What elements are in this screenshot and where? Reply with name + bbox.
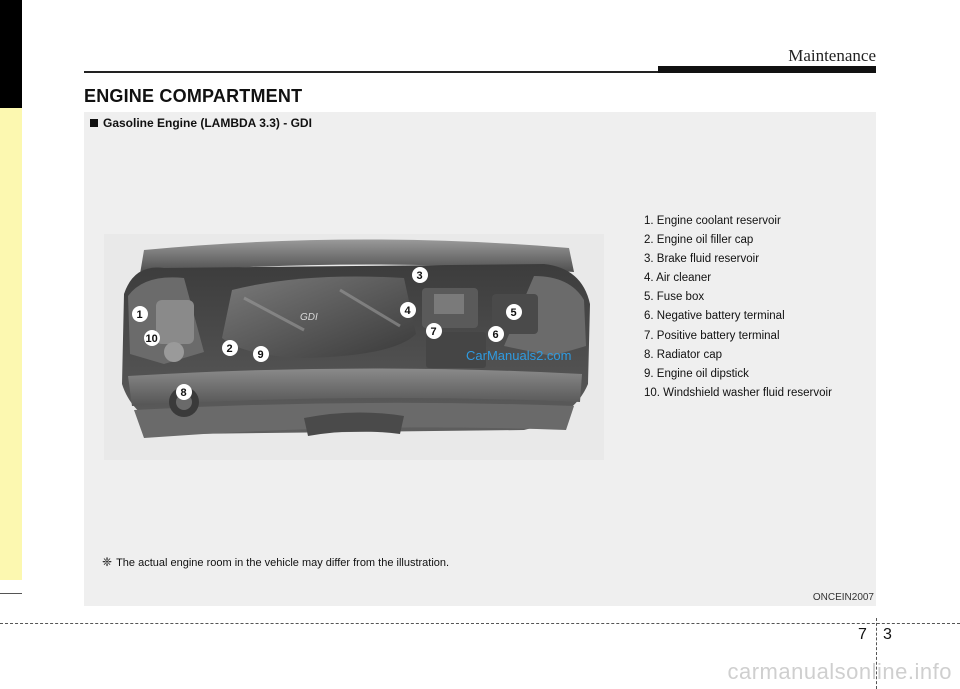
page-title: ENGINE COMPARTMENT <box>84 86 303 106</box>
callout-4: 4 <box>400 302 416 318</box>
svg-text:1: 1 <box>137 309 143 321</box>
callout-10: 10 <box>144 330 160 346</box>
side-divider <box>0 593 22 594</box>
page-number: 3 <box>883 626 892 643</box>
svg-text:10: 10 <box>146 333 158 345</box>
section-header: Maintenance <box>788 46 876 65</box>
side-tab-black <box>0 0 22 108</box>
page-chapter: 7 <box>858 626 867 643</box>
list-item: 1. Engine coolant reservoir <box>644 215 781 227</box>
svg-text:9: 9 <box>258 349 264 361</box>
engine-compartment-illustration: GDI 1 10 2 9 3 4 5 7 6 8 CarManuals2.com <box>104 234 604 460</box>
list-item: 10. Windshield washer fluid reservoir <box>644 386 832 399</box>
engine-cover <box>222 276 416 358</box>
svg-text:6: 6 <box>493 329 499 341</box>
callout-2: 2 <box>222 340 238 356</box>
inline-watermark: CarManuals2.com <box>466 348 572 363</box>
callout-3: 3 <box>412 267 428 283</box>
figure-panel: Gasoline Engine (LAMBDA 3.3) - GDI <box>84 112 876 606</box>
footnote-mark-icon: ❈ <box>102 555 113 569</box>
panel-heading-text: Gasoline Engine (LAMBDA 3.3) - GDI <box>103 116 312 130</box>
callout-7: 7 <box>426 323 442 339</box>
footer-dash-line <box>0 623 960 624</box>
list-item: 3. Brake fluid reservoir <box>644 253 760 266</box>
list-item: 8. Radiator cap <box>644 348 722 361</box>
footnote-text: The actual engine room in the vehicle ma… <box>116 557 450 569</box>
callout-1: 1 <box>132 306 148 322</box>
panel-heading: Gasoline Engine (LAMBDA 3.3) - GDI <box>90 116 312 130</box>
footer-dash-divider <box>876 618 877 689</box>
svg-text:4: 4 <box>405 305 412 317</box>
watermark: carmanualsonline.info <box>727 659 952 684</box>
svg-text:8: 8 <box>181 387 187 399</box>
engine-cover-label: GDI <box>300 312 318 323</box>
header-rule <box>84 71 876 73</box>
svg-text:3: 3 <box>417 270 423 282</box>
list-item: 5. Fuse box <box>644 291 705 304</box>
callout-8: 8 <box>176 384 192 400</box>
callout-9: 9 <box>253 346 269 362</box>
svg-text:7: 7 <box>431 326 437 338</box>
side-tab-yellow <box>0 108 22 580</box>
square-bullet-icon <box>90 119 98 127</box>
callout-6: 6 <box>488 326 504 342</box>
list-item: 7. Positive battery terminal <box>644 329 780 342</box>
list-item: 4. Air cleaner <box>644 272 712 285</box>
footnote: ❈The actual engine room in the vehicle m… <box>102 555 449 569</box>
header-rule-accent <box>658 66 876 73</box>
list-item: 2. Engine oil filler cap <box>644 234 754 247</box>
svg-text:5: 5 <box>511 307 517 319</box>
list-item: 6. Negative battery terminal <box>644 310 785 323</box>
parts-list: 1. Engine coolant reservoir 2. Engine oi… <box>644 212 832 403</box>
figure-code: ONCEIN2007 <box>812 592 874 603</box>
svg-text:2: 2 <box>227 343 233 355</box>
list-item: 9. Engine oil dipstick <box>644 367 749 380</box>
callout-5: 5 <box>506 304 522 320</box>
